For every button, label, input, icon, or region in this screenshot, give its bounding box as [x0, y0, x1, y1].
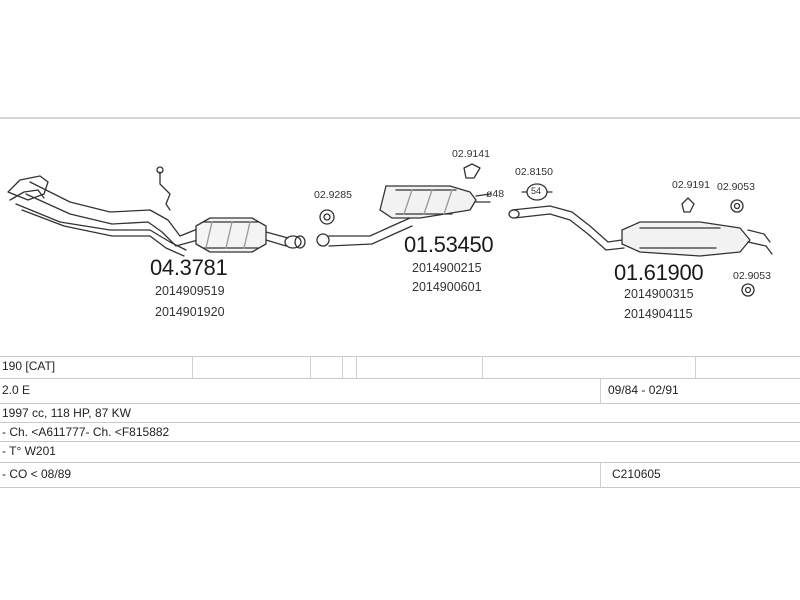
divider	[695, 357, 696, 378]
oe-number: 2014900601	[412, 280, 482, 294]
oe-number: 2014900215	[412, 261, 482, 275]
ring-drawing	[521, 183, 553, 201]
table-cell: 190 [CAT]	[2, 359, 56, 373]
table-row: - T° W201	[0, 442, 800, 463]
table-row: 2.0 E 09/84 - 02/91	[0, 379, 800, 404]
table-cell: C210605	[612, 467, 661, 481]
hanger-label: 02.9141	[452, 148, 490, 160]
table-cell: - Ch. <A611777- Ch. <F815882	[2, 425, 170, 439]
oe-number: 2014909519	[155, 284, 225, 298]
part-number-01-61900: 01.61900	[614, 260, 704, 285]
table-cell: - CO < 08/89	[2, 467, 72, 481]
divider	[192, 357, 193, 378]
ring-label: 02.8150	[515, 166, 553, 178]
table-row: 190 [CAT]	[0, 356, 800, 379]
table-row: 1997 cc, 118 HP, 87 KW	[0, 404, 800, 423]
table-row: - CO < 08/89 C210605	[0, 463, 800, 488]
rear-silencer-drawing	[508, 197, 773, 297]
vehicle-spec-table: 190 [CAT] 2.0 E 09/84 - 02/91 1997 cc, 1…	[0, 356, 800, 488]
part-number-04-3781: 04.3781	[150, 255, 228, 280]
divider	[600, 379, 601, 403]
hanger-label: 02.9053	[733, 270, 771, 282]
diameter-label: ø48	[486, 188, 505, 200]
divider	[342, 357, 343, 378]
top-border	[0, 117, 800, 119]
table-cell: 1997 cc, 118 HP, 87 KW	[2, 406, 131, 420]
divider	[356, 357, 357, 378]
front-pipe-drawing	[7, 166, 306, 257]
ring-inner-label: 54	[531, 186, 542, 196]
middle-silencer-drawing	[316, 163, 491, 247]
part-number-01-53450: 01.53450	[404, 232, 494, 257]
oe-number: 2014900315	[624, 287, 694, 301]
table-cell: 2.0 E	[2, 383, 31, 397]
table-row: - Ch. <A611777- Ch. <F815882	[0, 423, 800, 442]
clamp-drawing	[319, 209, 335, 225]
oe-number: 2014901920	[155, 305, 225, 319]
exhaust-diagram	[7, 163, 773, 297]
divider	[482, 357, 483, 378]
table-cell: - T° W201	[2, 444, 56, 458]
oe-number: 2014904115	[624, 307, 693, 321]
hanger-label: 02.9191	[672, 179, 710, 191]
table-cell: 09/84 - 02/91	[608, 383, 679, 397]
divider	[310, 357, 311, 378]
divider	[600, 463, 601, 487]
clamp-label: 02.9285	[314, 189, 352, 201]
hanger-label: 02.9053	[717, 181, 755, 193]
